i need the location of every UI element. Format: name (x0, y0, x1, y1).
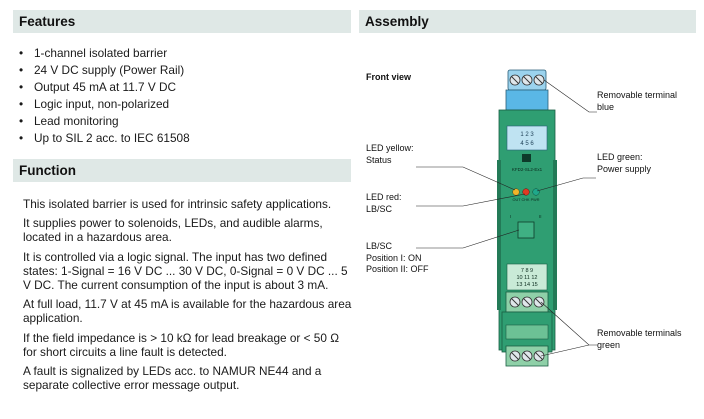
features-list: 1-channel isolated barrier 24 V DC suppl… (19, 45, 190, 147)
lbsc-switch-label: LB/SC Position I: ON Position II: OFF (366, 241, 429, 274)
function-paragraph: A fault is signalized by LEDs acc. to NA… (23, 364, 322, 393)
callout-led-green (536, 177, 596, 192)
feature-item: Up to SIL 2 acc. to IEC 61508 (19, 130, 190, 147)
screw-icon (521, 350, 533, 362)
terminal-number-plate (506, 125, 548, 151)
terminal-numbers-bottom: 13 14 15 (516, 282, 537, 288)
callout-lbsc (416, 229, 520, 249)
screw-icon (509, 74, 521, 86)
screw-icon (533, 74, 545, 86)
function-heading: Function (13, 159, 351, 182)
led-yellow-label: LED yellow: Status (366, 143, 414, 165)
terminal-numbers-bottom: 10 11 12 (516, 275, 537, 281)
switch-pos-ii: II (539, 214, 542, 219)
callout-terminal-green-2 (540, 344, 590, 357)
terminal-block-green-bottom (505, 345, 549, 367)
assembly-heading: Assembly (359, 10, 696, 33)
front-view-label: Front view (366, 72, 412, 82)
callout-terminal-blue (543, 79, 597, 113)
feature-item: 1-channel isolated barrier (19, 45, 190, 62)
switch-pos-i: I (510, 214, 511, 219)
screw-icon (521, 74, 533, 86)
function-paragraph: It is controlled via a logic signal. The… (23, 249, 348, 293)
function-paragraph: If the field impedance is > 10 kΩ for le… (23, 330, 340, 359)
led-labels: OUT CHK PWR (513, 198, 540, 202)
lbsc-switch (517, 221, 535, 239)
function-text: This isolated barrier is used for intrin… (23, 197, 353, 397)
function-paragraph: This isolated barrier is used for intrin… (23, 197, 332, 211)
function-paragraph: At full load, 11.7 V at 45 mA is availab… (23, 297, 352, 326)
features-heading: Features (13, 10, 351, 33)
screw-icon (533, 296, 545, 308)
function-paragraph: It supplies power to solenoids, LEDs, an… (23, 216, 323, 245)
led-red-icon (522, 188, 530, 196)
terminal-numbers-top: 1 2 3 (520, 132, 534, 138)
screw-icon (509, 350, 521, 362)
callout-lines (416, 79, 597, 357)
terminal-block-blue (505, 69, 549, 111)
led-yellow-icon (512, 188, 520, 196)
led-red-label: LED red: LB/SC (366, 192, 402, 214)
callout-led-yellow (416, 166, 516, 191)
logo-icon (522, 154, 531, 162)
led-green-label: LED green: Power supply (597, 152, 652, 174)
screw-icon (521, 296, 533, 308)
terminal-green-label: Removable terminals green (597, 328, 682, 350)
feature-item: 24 V DC supply (Power Rail) (19, 62, 190, 79)
terminal-blue-label: Removable terminal blue (597, 90, 678, 112)
device-front-view: 1 2 3 4 5 6 KFD2-SL2-Ex1 OUT CHK PWR I I… (416, 69, 597, 367)
callout-led-red (416, 193, 526, 207)
screw-icon (509, 296, 521, 308)
feature-item: Lead monitoring (19, 113, 190, 130)
feature-item: Logic input, non-polarized (19, 96, 190, 113)
led-green-icon (532, 188, 540, 196)
model-label: KFD2-SL2-Ex1 (512, 167, 543, 172)
terminal-number-plate-bottom (506, 263, 548, 291)
screw-icon (533, 350, 545, 362)
terminal-numbers-top: 4 5 6 (520, 141, 534, 147)
terminal-numbers-bottom: 7 8 9 (521, 268, 533, 274)
feature-item: Output 45 mA at 11.7 V DC (19, 79, 190, 96)
terminal-block-green (505, 291, 549, 313)
